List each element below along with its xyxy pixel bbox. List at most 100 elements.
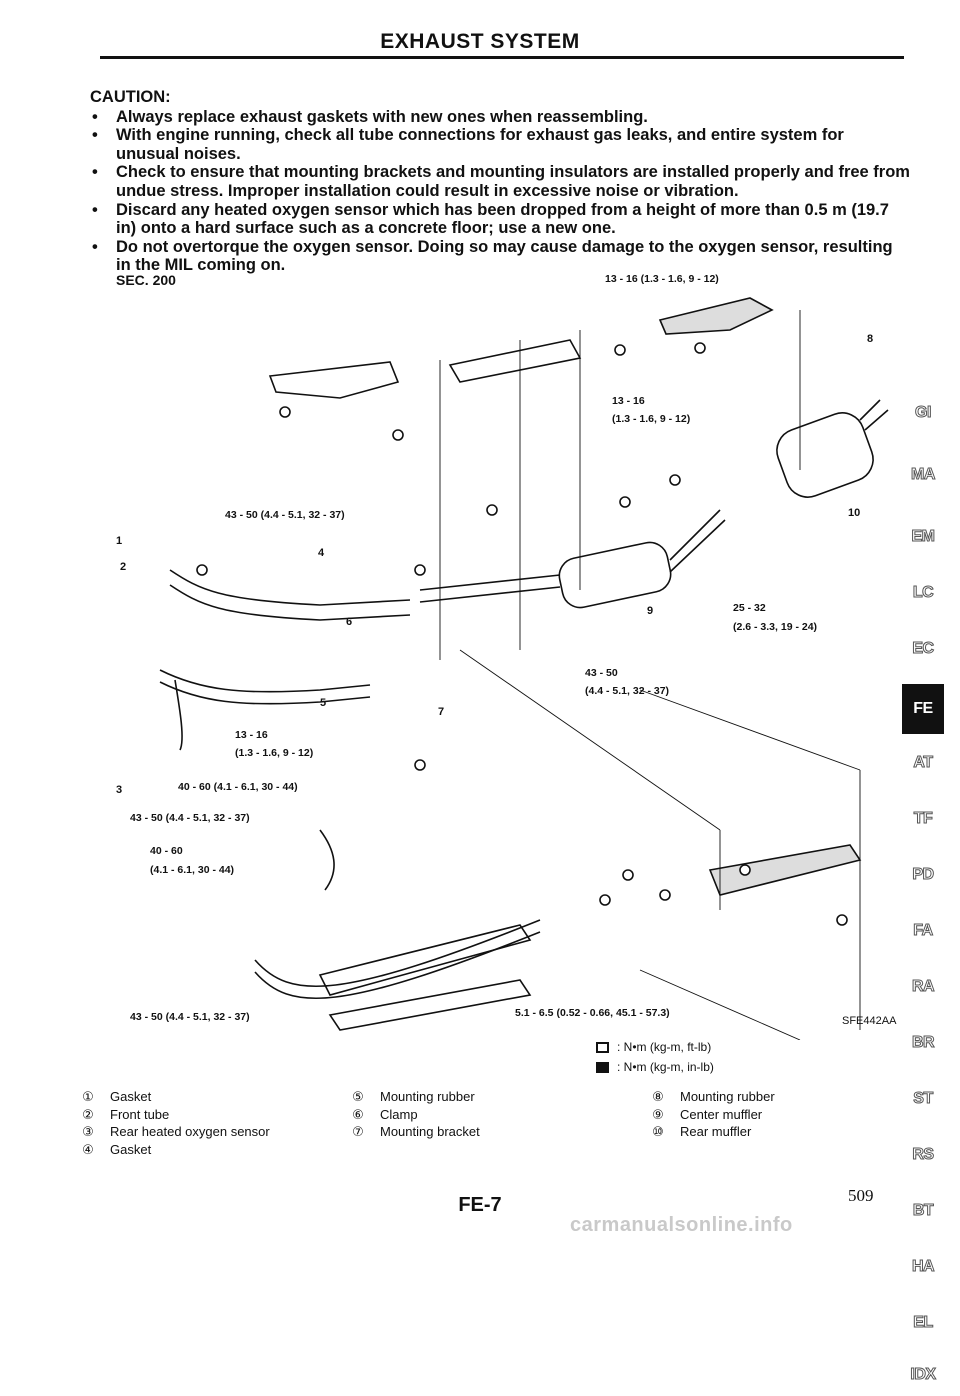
intermediate-pipe: [669, 509, 726, 573]
callout-8: 8: [867, 333, 873, 345]
caution-item: With engine running, check all tube conn…: [90, 126, 910, 163]
caution-item: Check to ensure that mounting brackets a…: [90, 163, 910, 200]
legend-number: ⑩: [652, 1124, 664, 1139]
rear-heat-shield: [658, 297, 774, 335]
center-muffler: [558, 541, 672, 609]
caution-item: Discard any heated oxygen sensor which h…: [90, 201, 910, 238]
legend-item: ⑩ Rear muffler: [650, 1123, 775, 1141]
callout-9: 9: [647, 605, 653, 617]
title-divider: [100, 56, 904, 59]
page-number: 509: [848, 1186, 874, 1205]
caution-item: Do not overtorque the oxygen sensor. Doi…: [90, 238, 910, 275]
leader-lines: [439, 310, 861, 1040]
legend-item: ③ Rear heated oxygen sensor: [80, 1123, 270, 1141]
torque-label: (1.3 - 1.6, 9 - 12): [235, 747, 313, 759]
legend-column: ⑧ Mounting rubber ⑨ Center muffler ⑩ Rear m…: [650, 1088, 775, 1141]
callout-10: 10: [848, 507, 860, 519]
sidebar-tab-lc[interactable]: LC: [912, 584, 934, 602]
section-label: SEC. 200: [116, 272, 176, 288]
caution-item: Always replace exhaust gaskets with new …: [90, 108, 910, 127]
torque-wrench-icon: [596, 1041, 609, 1053]
front-heat-shield: [268, 361, 400, 399]
caution-block: CAUTION: Always replace exhaust gaskets …: [90, 88, 910, 275]
legend-label: Mounting rubber: [680, 1089, 775, 1104]
sidebar-tab-ma[interactable]: MA: [911, 466, 936, 484]
watermark: carmanualsonline.info: [570, 1214, 793, 1236]
callout-6: 6: [346, 616, 352, 628]
callout-5: 5: [320, 697, 326, 709]
legend-item: ⑨ Center muffler: [650, 1106, 775, 1124]
legend-number: ⑥: [352, 1106, 364, 1122]
torque-label: 25 - 32: [733, 602, 766, 614]
torque-label: 43 - 50: [585, 667, 618, 679]
unit-text: : N•m (kg-m, ft-lb): [617, 1040, 712, 1054]
torque-label: 40 - 60: [150, 845, 183, 857]
tail-pipe: [859, 399, 889, 431]
torque-label: 5.1 - 6.5 (0.52 - 0.66, 45.1 - 57.3): [515, 1007, 670, 1019]
center-pipe: [419, 574, 561, 603]
front-tube-assembly: [254, 919, 541, 999]
figure-code: SFE442AA: [842, 1015, 897, 1027]
sidebar-tab-st[interactable]: ST: [913, 1090, 934, 1108]
callout-2: 2: [120, 561, 126, 573]
torque-label: 13 - 16: [612, 395, 645, 407]
legend-item: ② Front tube: [80, 1106, 270, 1124]
torque-label: (1.3 - 1.6, 9 - 12): [612, 413, 690, 425]
sidebar-tab-rs[interactable]: RS: [912, 1146, 935, 1164]
unit-text: : N•m (kg-m, in-lb): [617, 1060, 714, 1074]
unit-row: : N•m (kg-m, ft-lb): [596, 1037, 714, 1057]
sidebar-tab-ec[interactable]: EC: [912, 640, 935, 658]
sidebar-tab-pd[interactable]: PD: [912, 866, 935, 884]
legend-label: Center muffler: [680, 1106, 763, 1122]
legend-label: Rear heated oxygen sensor: [110, 1124, 270, 1139]
legend-number: ③: [82, 1124, 94, 1139]
sidebar-tab-bt[interactable]: BT: [912, 1202, 934, 1220]
center-heat-shield: [448, 339, 582, 383]
legend-number: ②: [82, 1106, 94, 1122]
units-legend: : N•m (kg-m, ft-lb) : N•m (kg-m, in-lb): [596, 1037, 714, 1077]
torque-wrench-small-icon: [596, 1061, 609, 1073]
legend-number: ④: [82, 1141, 94, 1157]
sidebar-tab-br[interactable]: BR: [911, 1034, 935, 1052]
legend-number: ⑨: [652, 1106, 664, 1122]
exhaust-system-diagram: 13 - 16 (1.3 - 1.6, 9 - 12) 13 - 16 (1.3…: [116, 273, 889, 1040]
sidebar-tab-ra[interactable]: RA: [911, 978, 935, 996]
legend-number: ⑧: [652, 1089, 664, 1104]
callout-3: 3: [116, 784, 122, 796]
bolts: [196, 342, 848, 926]
legend-label: Rear muffler: [680, 1124, 752, 1139]
torque-label: (4.1 - 6.1, 30 - 44): [150, 864, 234, 876]
callout-7: 7: [438, 706, 444, 718]
legend-label: Gasket: [110, 1141, 152, 1157]
sidebar-tab-fe[interactable]: FE: [902, 684, 944, 734]
legend-label: Gasket: [110, 1089, 152, 1104]
sidebar-tab-gi[interactable]: GI: [915, 404, 932, 422]
sidebar-tab-fa[interactable]: FA: [913, 922, 934, 940]
torque-label: (4.4 - 5.1, 32 - 37): [585, 685, 669, 697]
sidebar-tab-el[interactable]: EL: [913, 1314, 934, 1332]
legend-number: ⑦: [352, 1124, 364, 1139]
page-code: FE-7: [458, 1194, 502, 1216]
torque-label: 43 - 50 (4.4 - 5.1, 32 - 37): [130, 1011, 250, 1023]
callout-4: 4: [318, 547, 325, 559]
rear-muffler: [776, 412, 874, 498]
legend-number: ⑤: [352, 1089, 364, 1104]
sidebar-tab-at[interactable]: AT: [913, 754, 934, 772]
front-tube: [169, 569, 411, 621]
page-title: EXHAUST SYSTEM: [380, 30, 580, 53]
torque-label: 40 - 60 (4.1 - 6.1, 30 - 44): [178, 781, 298, 793]
torque-label: 13 - 16 (1.3 - 1.6, 9 - 12): [605, 273, 719, 285]
legend-label: Front tube: [110, 1106, 170, 1122]
sidebar-tab-em[interactable]: EM: [911, 528, 936, 546]
sidebar-tab-tf[interactable]: TF: [913, 810, 933, 828]
sidebar-tab-ha[interactable]: HA: [911, 1258, 935, 1276]
legend-item: ⑧ Mounting rubber: [650, 1088, 775, 1106]
oxygen-sensor: [319, 829, 335, 891]
sidebar-tab-idx[interactable]: IDX: [910, 1366, 937, 1384]
